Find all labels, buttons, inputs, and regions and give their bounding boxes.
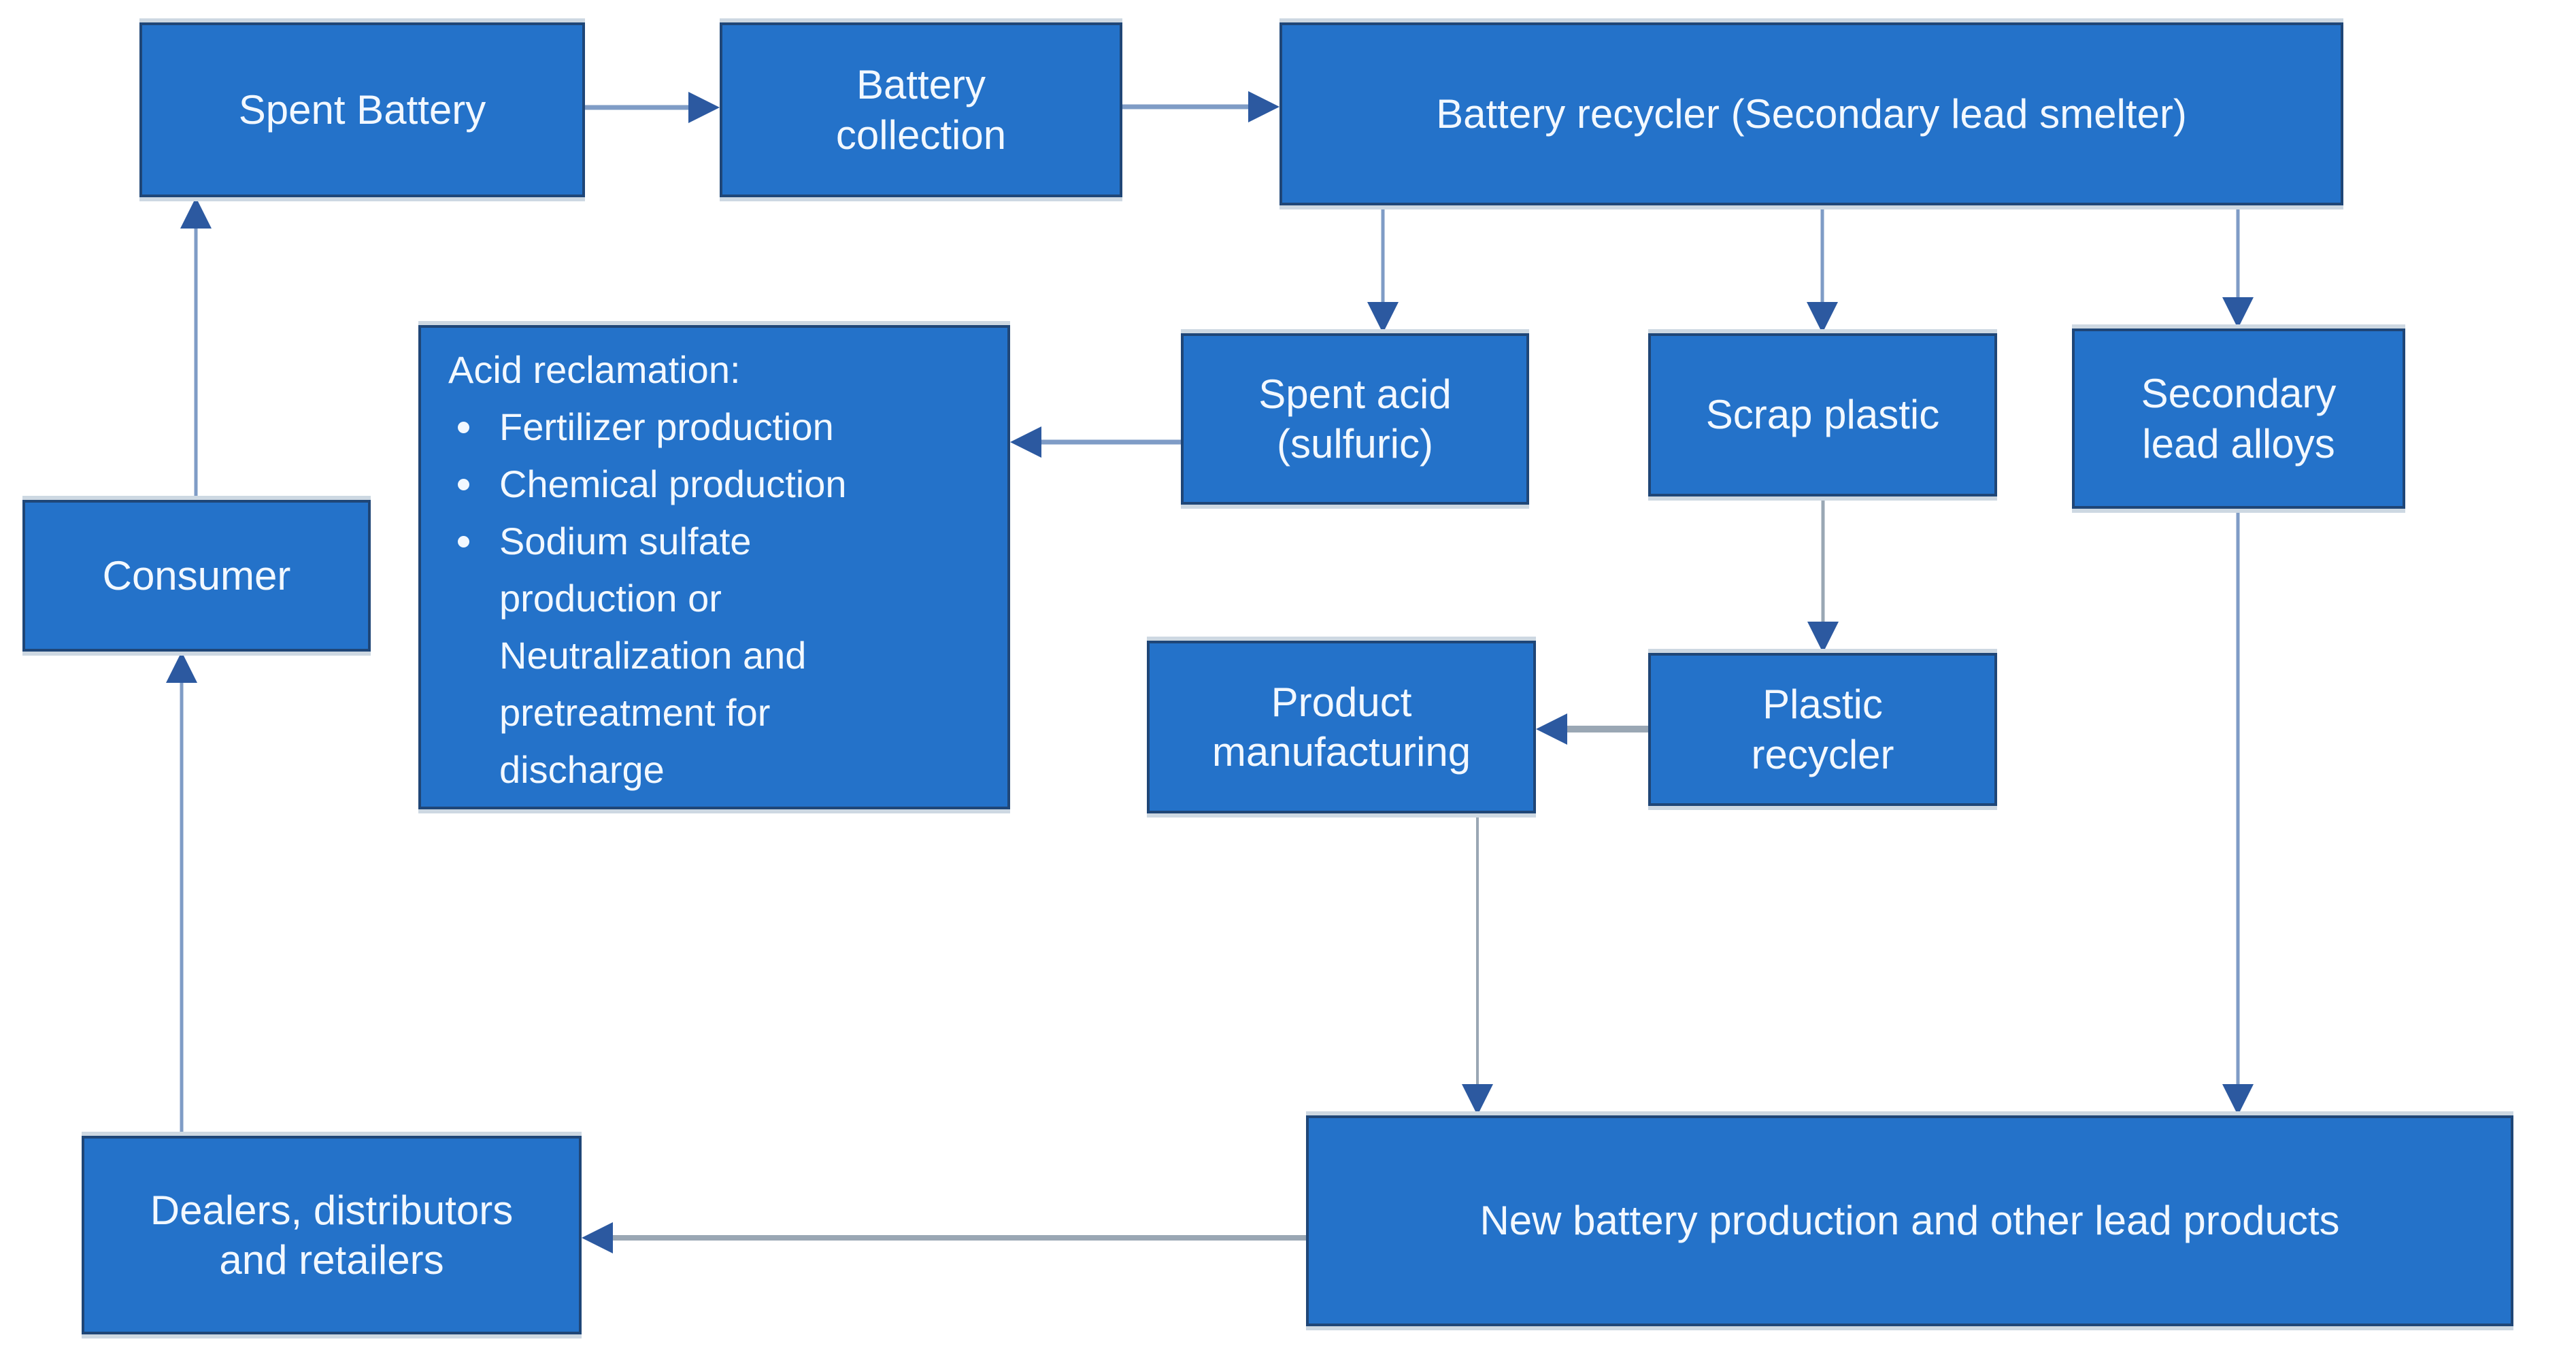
node-acid-reclamation: Acid reclamation: Fertilizer production … bbox=[418, 325, 1010, 809]
acid-bullet-text: Fertilizer production bbox=[499, 405, 834, 448]
node-product-manufacturing: Product manufacturing bbox=[1147, 641, 1536, 813]
node-spent-acid-label: Spent acid (sulfuric) bbox=[1258, 371, 1452, 467]
node-scrap-plastic: Scrap plastic bbox=[1648, 333, 1997, 496]
node-battery-recycler: Battery recycler (Secondary lead smelter… bbox=[1279, 22, 2343, 205]
acid-bullet-text: Sodium sulfate production or Neutralizat… bbox=[499, 520, 807, 791]
arrowhead-icon bbox=[688, 92, 720, 123]
acid-bullet-item: Fertilizer production bbox=[448, 399, 987, 456]
arrowhead-icon bbox=[1010, 426, 1041, 458]
bullet-icon bbox=[458, 479, 469, 490]
arrowhead-icon bbox=[1367, 302, 1399, 333]
edge-consumer-to-spent-battery bbox=[180, 197, 212, 500]
edge-battery-recycler-to-spent-acid bbox=[1367, 206, 1399, 333]
edge-plastic-recycler-to-product-manufacturing bbox=[1536, 713, 1648, 745]
arrowhead-icon bbox=[1807, 302, 1838, 333]
arrowhead-icon bbox=[1807, 622, 1839, 653]
arrowhead-icon bbox=[582, 1222, 613, 1253]
arrowhead-icon bbox=[1536, 713, 1567, 745]
acid-reclamation-title: Acid reclamation: bbox=[448, 348, 741, 391]
edge-spent-acid-to-acid-reclamation bbox=[1010, 426, 1181, 458]
arrowhead-icon bbox=[1248, 91, 1279, 122]
node-scrap-plastic-label: Scrap plastic bbox=[1705, 392, 1940, 438]
node-battery-collection-label: Battery collection bbox=[835, 62, 1007, 158]
node-consumer: Consumer bbox=[22, 500, 371, 652]
node-spent-battery-label: Spent Battery bbox=[238, 86, 486, 133]
arrowhead-icon bbox=[2222, 297, 2254, 328]
acid-bullet-item: Sodium sulfate production or Neutralizat… bbox=[448, 513, 987, 798]
edge-product-manufacturing-to-new-battery bbox=[1462, 813, 1493, 1115]
edge-scrap-plastic-to-plastic-recycler bbox=[1807, 496, 1839, 653]
arrowhead-icon bbox=[2222, 1084, 2254, 1115]
arrowhead-icon bbox=[180, 197, 212, 229]
edge-dealers-to-consumer bbox=[166, 652, 197, 1136]
edge-battery-collection-to-battery-recycler bbox=[1122, 91, 1279, 122]
arrowhead-icon bbox=[166, 652, 197, 683]
node-product-manufacturing-label: Product manufacturing bbox=[1211, 679, 1471, 775]
node-spent-battery: Spent Battery bbox=[139, 22, 585, 197]
node-secondary-lead-alloys: Secondary lead alloys bbox=[2072, 328, 2405, 509]
acid-reclamation-list: Fertilizer production Chemical productio… bbox=[448, 399, 987, 798]
bullet-icon bbox=[458, 422, 469, 433]
node-plastic-recycler: Plastic recycler bbox=[1648, 653, 1997, 806]
node-consumer-label: Consumer bbox=[102, 552, 291, 599]
edge-battery-recycler-to-secondary-lead-alloys bbox=[2222, 206, 2254, 328]
acid-bullet-text: Chemical production bbox=[499, 462, 847, 505]
node-dealers-label: Dealers, distributors and retailers bbox=[150, 1187, 514, 1283]
bullet-icon bbox=[458, 536, 469, 547]
edge-spent-battery-to-battery-collection bbox=[585, 92, 720, 123]
edge-secondary-lead-alloys-to-new-battery bbox=[2222, 509, 2254, 1115]
edge-battery-recycler-to-scrap-plastic bbox=[1807, 206, 1838, 333]
arrowhead-icon bbox=[1462, 1084, 1493, 1115]
node-new-battery-label: New battery production and other lead pr… bbox=[1479, 1198, 2340, 1244]
node-battery-recycler-label: Battery recycler (Secondary lead smelter… bbox=[1436, 90, 2187, 137]
node-battery-collection: Battery collection bbox=[720, 22, 1122, 197]
node-plastic-recycler-label: Plastic recycler bbox=[1751, 681, 1894, 777]
node-secondary-lead-alloys-label: Secondary lead alloys bbox=[2141, 371, 2337, 467]
node-new-battery: New battery production and other lead pr… bbox=[1306, 1115, 2513, 1326]
edge-new-battery-to-dealers bbox=[582, 1222, 1306, 1253]
node-spent-acid: Spent acid (sulfuric) bbox=[1181, 333, 1529, 505]
acid-bullet-item: Chemical production bbox=[448, 456, 987, 513]
node-dealers: Dealers, distributors and retailers bbox=[82, 1136, 582, 1334]
